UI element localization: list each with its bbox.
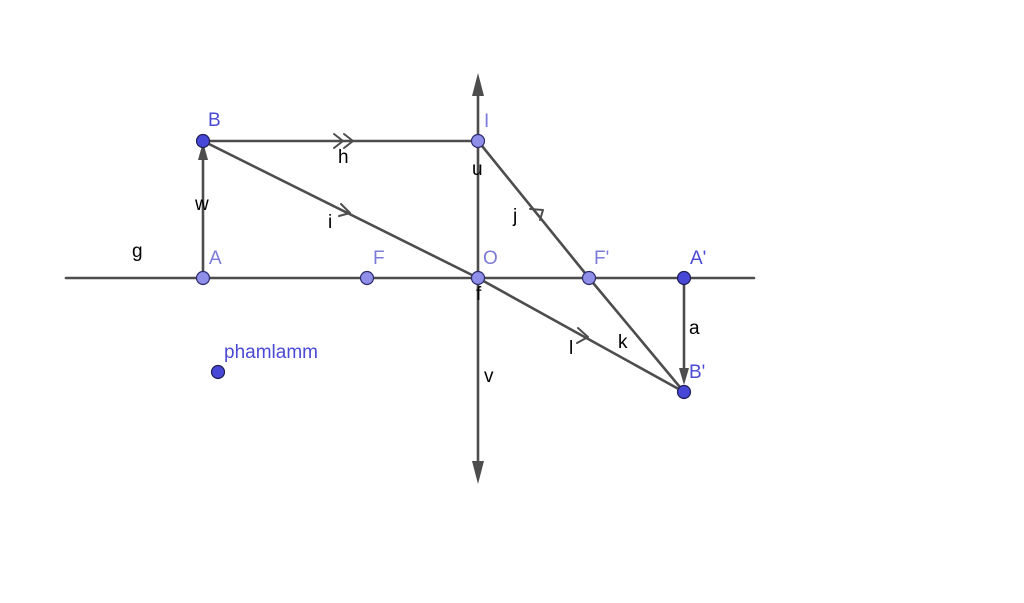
point-O[interactable] xyxy=(470,270,486,286)
point-A-prime[interactable] xyxy=(676,270,692,286)
label-line-l: l xyxy=(569,338,573,359)
label-point-A-prime: A' xyxy=(690,248,706,269)
ray-k xyxy=(587,276,686,394)
lens-top-arrow-icon xyxy=(472,73,484,96)
ray-i xyxy=(201,139,480,280)
point-B[interactable] xyxy=(195,133,211,149)
point-F-prime[interactable] xyxy=(581,270,597,286)
label-point-F-prime: F' xyxy=(594,248,609,269)
label-line-k: k xyxy=(618,332,628,353)
image-arrowhead-icon xyxy=(679,368,689,385)
label-line-h: h xyxy=(338,147,349,168)
lens-bottom-arrow-icon xyxy=(472,461,484,484)
label-point-B: B xyxy=(208,110,221,131)
label-point-phamlamm: phamlamm xyxy=(224,342,318,363)
point-I[interactable] xyxy=(470,133,486,149)
ray-i-arrow-icon xyxy=(338,203,351,217)
point-phamlamm[interactable] xyxy=(210,364,226,380)
ray-l-arrow-icon xyxy=(576,327,589,344)
label-line-w: w xyxy=(194,194,209,215)
label-point-I: I xyxy=(484,111,489,132)
point-F[interactable] xyxy=(359,270,375,286)
label-line-g: g xyxy=(132,241,143,262)
label-line-f: f xyxy=(476,284,482,305)
label-line-a: a xyxy=(689,318,700,339)
label-line-j: j xyxy=(512,206,517,227)
label-line-i: i xyxy=(328,212,332,233)
label-point-O: O xyxy=(483,248,498,269)
label-line-u: u xyxy=(472,159,483,180)
ray-l xyxy=(476,276,686,394)
ray-j-arrow-icon xyxy=(529,208,544,221)
label-point-B-prime: B' xyxy=(689,362,705,383)
point-A[interactable] xyxy=(195,270,211,286)
ray-h-double-arrow-icon xyxy=(333,133,344,149)
label-line-v: v xyxy=(484,366,494,387)
point-B-prime[interactable] xyxy=(676,384,692,400)
ray-h-double-arrow-icon-2 xyxy=(343,133,354,149)
label-point-F: F xyxy=(373,248,385,269)
label-point-A: A xyxy=(209,248,222,269)
object-arrowhead-icon xyxy=(198,142,208,160)
